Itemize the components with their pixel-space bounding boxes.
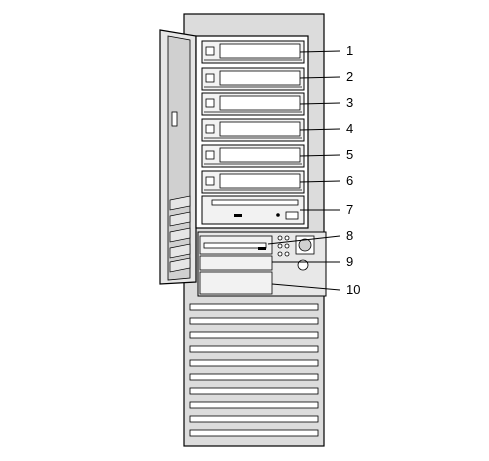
callout-leader-line <box>267 235 341 245</box>
status-led <box>277 243 283 249</box>
drive-tray <box>201 144 305 168</box>
callout-label: 4 <box>346 121 353 136</box>
cd-rom-drive <box>201 195 305 225</box>
door-handle <box>171 111 178 127</box>
callout-label: 6 <box>346 173 353 188</box>
status-led <box>284 235 290 241</box>
callout-4: 4 <box>299 121 353 136</box>
door-vent-slot <box>169 227 191 243</box>
keylock <box>297 259 309 271</box>
callout-5: 5 <box>299 147 353 162</box>
callout-leader-line <box>299 180 341 183</box>
status-led <box>284 243 290 249</box>
callout-label: 7 <box>346 202 353 217</box>
callout-label: 8 <box>346 228 353 243</box>
status-led <box>284 251 290 257</box>
cd-eject-button <box>285 211 299 220</box>
vent-slot <box>189 359 319 367</box>
power-icon <box>298 238 312 252</box>
drive-tray <box>201 92 305 116</box>
status-led <box>277 251 283 257</box>
callouts: 1 2 3 4 5 6 7 8 9 10 <box>267 43 360 297</box>
callout-label: 1 <box>346 43 353 58</box>
vent-slot <box>189 331 319 339</box>
vent-slot <box>189 387 319 395</box>
callout-label: 2 <box>346 69 353 84</box>
callout-2: 2 <box>299 69 353 84</box>
door-vents <box>169 195 191 273</box>
callout-7: 7 <box>300 202 353 217</box>
drive-tray <box>201 118 305 142</box>
empty-bay-lower <box>199 271 273 295</box>
callout-leader-line <box>299 76 341 79</box>
drive-tray <box>201 40 305 64</box>
callout-1: 1 <box>299 43 353 58</box>
door-vent-slot <box>169 243 191 259</box>
callout-10: 10 <box>271 282 360 297</box>
vent-slot <box>189 317 319 325</box>
drive-trays <box>201 40 305 194</box>
diskette-drive <box>199 235 273 255</box>
status-led <box>277 235 283 241</box>
callout-label: 9 <box>346 254 353 269</box>
callout-leader-line <box>299 102 341 105</box>
empty-bay-upper <box>199 255 273 271</box>
vent-slot <box>189 303 319 311</box>
callout-label: 5 <box>346 147 353 162</box>
vent-slot <box>189 345 319 353</box>
callout-leader-line <box>299 154 341 157</box>
vent-slot <box>189 373 319 381</box>
door-vent-slot <box>169 195 191 211</box>
callout-label: 3 <box>346 95 353 110</box>
callout-leader-line <box>299 128 341 131</box>
callout-leader-line <box>271 283 341 291</box>
vent-slots <box>189 303 319 437</box>
callout-8: 8 <box>267 228 353 245</box>
door-vent-slot <box>169 257 191 273</box>
front-door <box>159 29 197 285</box>
drive-tray <box>201 170 305 194</box>
callout-label: 10 <box>346 282 360 297</box>
status-leds <box>277 235 290 257</box>
vent-slot <box>189 401 319 409</box>
callout-leader-line <box>299 50 341 53</box>
vent-slot <box>189 429 319 437</box>
vent-slot <box>189 415 319 423</box>
callout-9: 9 <box>272 254 353 269</box>
callout-3: 3 <box>299 95 353 110</box>
callout-6: 6 <box>299 173 353 188</box>
drive-tray <box>201 67 305 91</box>
door-vent-slot <box>169 211 191 227</box>
